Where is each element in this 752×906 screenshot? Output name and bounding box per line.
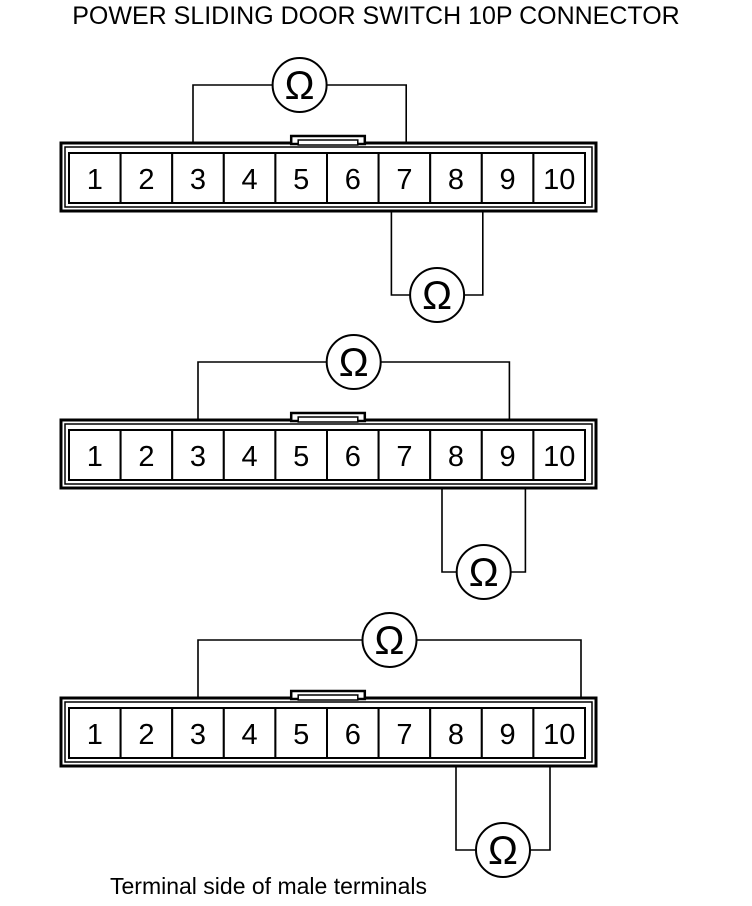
c3-terminal-cell-2: [119, 707, 174, 759]
c1-terminal-label-2: 2: [138, 164, 154, 196]
c3-bottom-probe-ohm-symbol: Ω: [488, 829, 518, 873]
c2-terminal-cell-3: [171, 429, 225, 481]
c1-terminal-label-5: 5: [293, 164, 309, 196]
c2-top-probe-ohm-symbol: Ω: [339, 341, 369, 385]
c2-terminal-cell-7: [377, 429, 432, 481]
c1-terminal-label-9: 9: [500, 164, 516, 196]
c3-terminal-cell-7: [377, 707, 432, 759]
c1-terminal-label-3: 3: [190, 164, 206, 196]
c2-lock-tab-inner: [297, 416, 359, 423]
c2-terminal-cell-2: [119, 429, 174, 481]
c2-terminal-label-10: 10: [543, 441, 575, 473]
c2-terminal-cell-8: [429, 429, 483, 481]
c3-terminal-label-1: 1: [87, 719, 103, 751]
c3-top-probe-ohmmeter-circle: [361, 612, 418, 668]
c1-terminal-cell-2: [119, 152, 174, 204]
c2-terminal-label-2: 2: [138, 441, 154, 473]
c3-housing-inner: [64, 701, 593, 763]
diagram-title: POWER SLIDING DOOR SWITCH 10P CONNECTOR: [72, 2, 680, 30]
c3-terminal-label-5: 5: [293, 719, 309, 751]
c2-terminal-label-8: 8: [448, 441, 464, 473]
diagram-caption: Terminal side of male terminals: [110, 873, 428, 899]
c3-top-probe-ohm-symbol: Ω: [375, 619, 405, 663]
c1-terminal-cell-9: [480, 152, 535, 204]
c1-top-probe-ohmmeter-circle: [271, 57, 328, 113]
c1-terminal-cell-1: [68, 152, 122, 204]
c3-terminal-label-9: 9: [500, 719, 516, 751]
c3-bottom-probe-ohmmeter-circle: [475, 822, 531, 878]
c2-bottom-probe-ohm-symbol: Ω: [469, 551, 499, 595]
c2-terminal-cell-10: [532, 429, 587, 481]
c1-terminal-cell-7: [377, 152, 432, 204]
c2-terminal-label-7: 7: [396, 441, 412, 473]
c3-terminal-label-7: 7: [396, 719, 412, 751]
c3-terminal-cell-4: [222, 707, 277, 759]
c1-bottom-probe-ohmmeter-circle: [409, 267, 466, 323]
c2-terminal-cell-4: [222, 429, 277, 481]
c1-housing-inner: [64, 146, 593, 208]
c1-lock-tab-inner: [297, 139, 359, 146]
c3-terminal-label-3: 3: [190, 719, 206, 751]
c2-terminal-cell-1: [68, 429, 122, 481]
c3-terminal-label-8: 8: [448, 719, 464, 751]
c3-terminal-label-10: 10: [543, 719, 575, 751]
c3-terminal-label-4: 4: [242, 719, 258, 751]
c2-bottom-probe-ohmmeter-circle: [455, 544, 512, 600]
c1-top-probe-ohm-symbol: Ω: [285, 64, 315, 108]
c1-terminal-label-1: 1: [87, 164, 103, 196]
c2-terminal-label-4: 4: [242, 441, 258, 473]
c1-terminal-label-7: 7: [396, 164, 412, 196]
c2-terminal-cell-9: [480, 429, 535, 481]
c2-terminal-label-9: 9: [500, 441, 516, 473]
c3-terminal-cell-1: [68, 707, 122, 759]
c1-terminal-label-8: 8: [448, 164, 464, 196]
c2-top-probe-ohmmeter-circle: [325, 334, 382, 390]
c3-terminal-cell-9: [480, 707, 535, 759]
c3-terminal-cell-3: [171, 707, 225, 759]
c2-terminal-label-1: 1: [87, 441, 103, 473]
c3-terminal-label-2: 2: [138, 719, 154, 751]
c1-terminal-cell-5: [274, 152, 328, 204]
c2-terminal-cell-5: [274, 429, 328, 481]
c3-terminal-cell-10: [532, 707, 587, 759]
c2-housing-inner: [64, 423, 593, 485]
c1-terminal-label-10: 10: [543, 164, 575, 196]
c1-terminal-cell-3: [171, 152, 225, 204]
c1-terminal-cell-10: [532, 152, 587, 204]
c1-terminal-cell-4: [222, 152, 277, 204]
c3-terminal-cell-6: [326, 707, 380, 759]
c1-terminal-label-4: 4: [242, 164, 258, 196]
c1-terminal-label-6: 6: [345, 164, 361, 196]
c3-terminal-cell-5: [274, 707, 328, 759]
c1-bottom-probe-ohm-symbol: Ω: [422, 274, 452, 318]
c3-terminal-label-6: 6: [345, 719, 361, 751]
c2-terminal-label-3: 3: [190, 441, 206, 473]
c3-lock-tab-inner: [297, 694, 359, 701]
c2-terminal-label-5: 5: [293, 441, 309, 473]
c2-terminal-label-6: 6: [345, 441, 361, 473]
